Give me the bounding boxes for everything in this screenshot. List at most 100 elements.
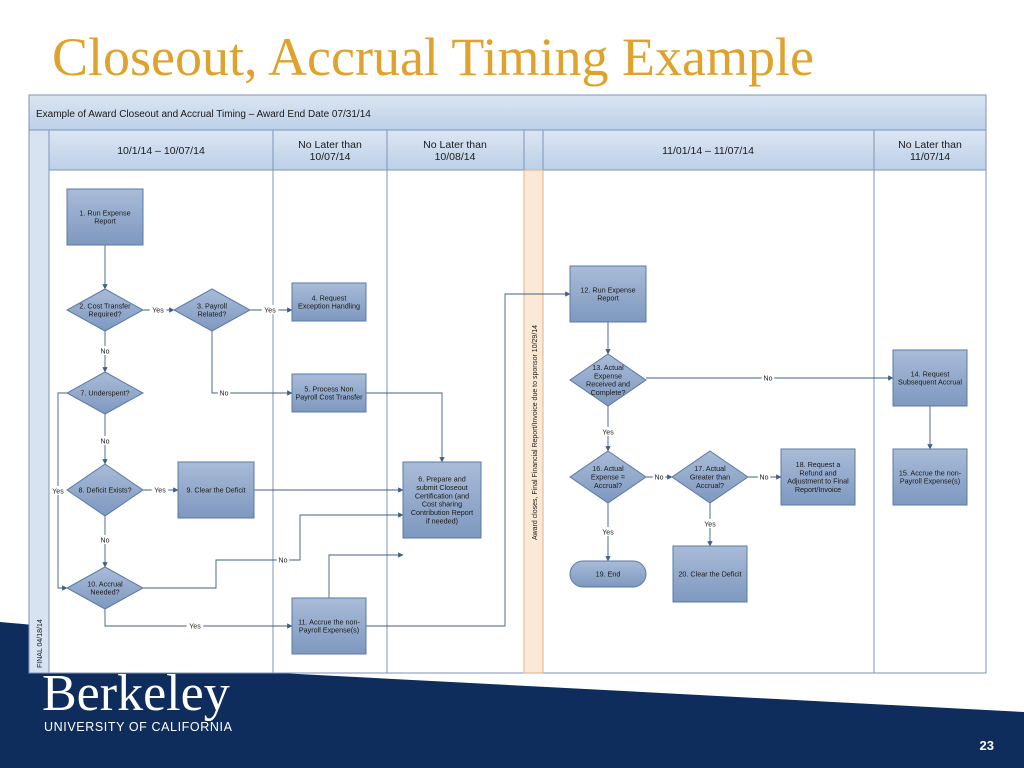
edge-label-n10-n11: Yes (189, 624, 201, 631)
node-shape-n4 (291, 282, 367, 322)
side-strip (28, 129, 50, 674)
side-note: FINAL 04/18/14 (37, 619, 44, 668)
edge-n5-n6 (366, 392, 445, 463)
edge-n11-n6 (328, 552, 404, 598)
node-shape-n6 (402, 461, 482, 539)
node-shape-n14 (892, 349, 968, 407)
node-label-n7: 7. Underspent? (80, 389, 129, 398)
node-n9: 9. Clear the Deficit (177, 461, 255, 519)
node-n11: 11. Accrue the non-Payroll Expense(s) (291, 597, 367, 655)
edge-n10-n6 (143, 512, 404, 589)
edge-n3-n5 (211, 331, 293, 396)
edge-label-n10-n6: No (279, 558, 288, 565)
phase-header-1 (48, 129, 274, 171)
edge-n10-n11 (104, 609, 293, 629)
node-shape-n3 (172, 288, 252, 332)
edge-label-n13-n16: Yes (602, 430, 614, 437)
divider-band (523, 169, 544, 674)
edge-label-n13-n14: No (764, 376, 773, 383)
edge-label-n8-n9: Yes (154, 488, 166, 495)
node-shape-n8 (66, 463, 144, 517)
node-shape-n18 (780, 448, 856, 506)
edge-label-n16-n17: No (655, 475, 664, 482)
slide-title: Closeout, Accrual Timing Example (52, 27, 814, 87)
node-shape-n1 (66, 188, 144, 246)
berkeley-logo: Berkeley (42, 665, 230, 722)
node-shape-n12 (569, 265, 647, 323)
node-shape-n2 (65, 288, 145, 332)
page-number: 23 (979, 738, 994, 753)
node-label-n9: 9. Clear the Deficit (186, 486, 245, 495)
node-label-n19: 19. End (596, 570, 621, 579)
node-label-n15: 15. Accrue the non-Payroll Expense(s) (899, 468, 962, 485)
node-n20: 20. Clear the Deficit (672, 545, 748, 603)
phase-header-3 (386, 129, 525, 171)
phase-header-2 (272, 129, 388, 171)
node-shape-n17 (671, 450, 749, 504)
node-shape-n20 (672, 545, 748, 603)
edge-label-n3-n4: Yes (264, 308, 276, 315)
edge-label-n17-n20: Yes (704, 522, 716, 529)
node-label-n8: 8. Deficit Exists? (78, 486, 131, 495)
node-n15: 15. Accrue the non-Payroll Expense(s) (892, 448, 968, 506)
edge-label-n2-n7: No (101, 349, 110, 356)
node-n7: 7. Underspent? (65, 371, 145, 415)
edge-label-n3-n5: No (220, 391, 229, 398)
node-label-n20: 20. Clear the Deficit (678, 570, 741, 579)
node-label-n11: 11. Accrue the non-Payroll Expense(s) (298, 617, 360, 634)
diagram-frame (28, 94, 987, 674)
node-n8: 8. Deficit Exists? (66, 463, 144, 517)
edge-label-n2-n3: Yes (152, 308, 164, 315)
node-n19: 19. End (569, 560, 647, 588)
edge-label-n17-n18: No (760, 475, 769, 482)
phase-label-4: 11/01/14 – 11/07/14 (662, 145, 754, 157)
edge-label-n16-n19: Yes (602, 530, 614, 537)
phase-header-divider (523, 129, 544, 171)
divider-note: Award closes, Final Financial Report/Inv… (532, 325, 539, 540)
edge-label-n8-n10: No (101, 538, 110, 545)
phase-label-1: 10/1/14 – 10/07/14 (117, 145, 205, 157)
node-shape-n10 (65, 566, 145, 610)
node-shape-n19 (569, 560, 647, 588)
edge-label-n7-n8: No (101, 439, 110, 446)
node-shape-n7 (65, 371, 145, 415)
node-shape-n11 (291, 597, 367, 655)
node-shape-n15 (892, 448, 968, 506)
node-shape-n9 (177, 461, 255, 519)
edge-label-n7-n10: Yes (52, 489, 64, 496)
berkeley-subtitle: UNIVERSITY OF CALIFORNIA (44, 720, 233, 734)
edge-n11-n12 (366, 291, 571, 627)
diagram-title: Example of Award Closeout and Accrual Ti… (36, 109, 371, 120)
node-shape-n13 (569, 353, 647, 407)
phase-header-4 (542, 129, 875, 171)
